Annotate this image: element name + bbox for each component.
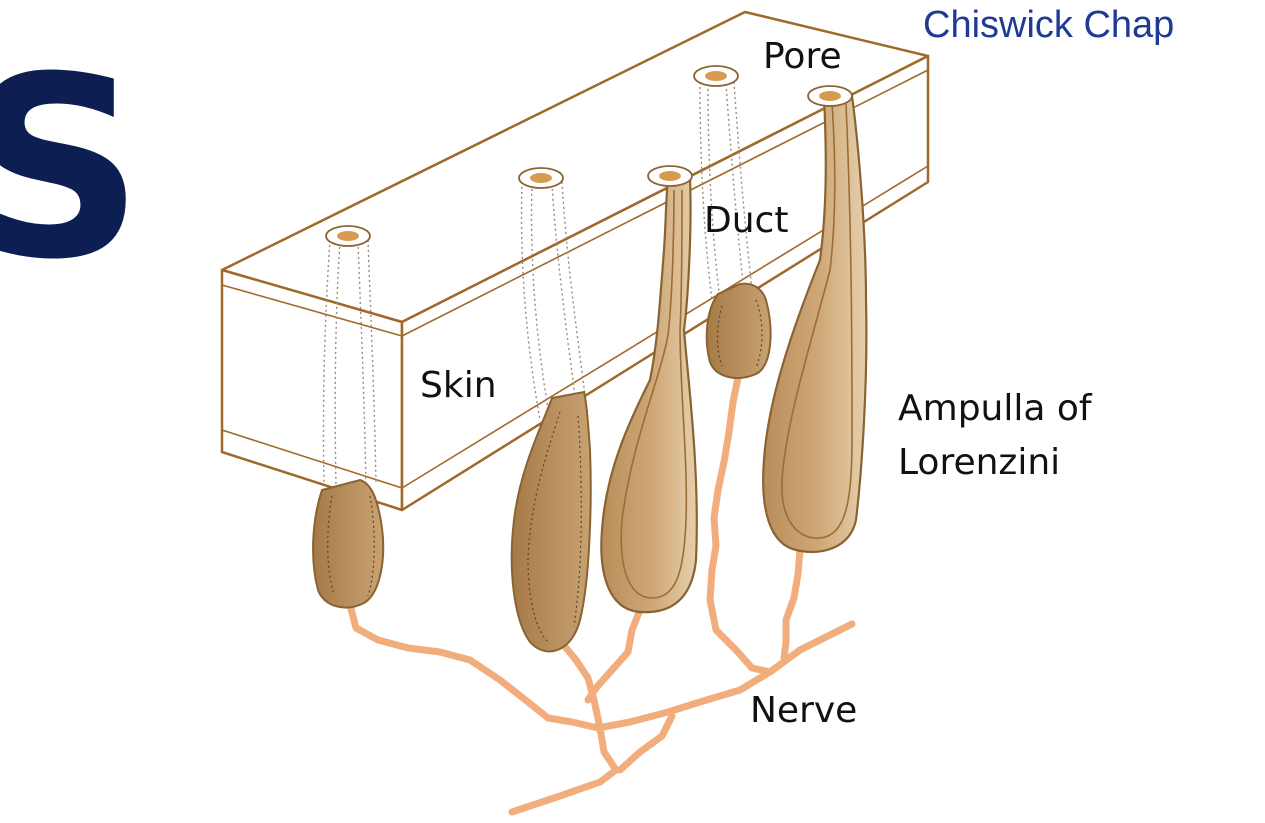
pore-2	[519, 168, 563, 188]
ampulla-4	[707, 284, 771, 378]
ampulla-1	[313, 480, 383, 608]
nerve-branch-2	[588, 610, 640, 700]
label-ampulla-line1: Ampulla of	[898, 388, 1093, 429]
label-pore: Pore	[763, 36, 842, 77]
nerve-branch-5	[784, 550, 800, 658]
pore-5	[808, 86, 852, 106]
label-skin: Skin	[420, 365, 497, 406]
pore-3	[648, 166, 692, 186]
pore-4	[694, 66, 738, 86]
nerve-branch-4	[710, 378, 770, 672]
pore-1	[326, 226, 370, 246]
label-ampulla-line2: Lorenzini	[898, 442, 1060, 483]
label-nerve: Nerve	[750, 690, 857, 731]
label-duct: Duct	[704, 200, 788, 241]
